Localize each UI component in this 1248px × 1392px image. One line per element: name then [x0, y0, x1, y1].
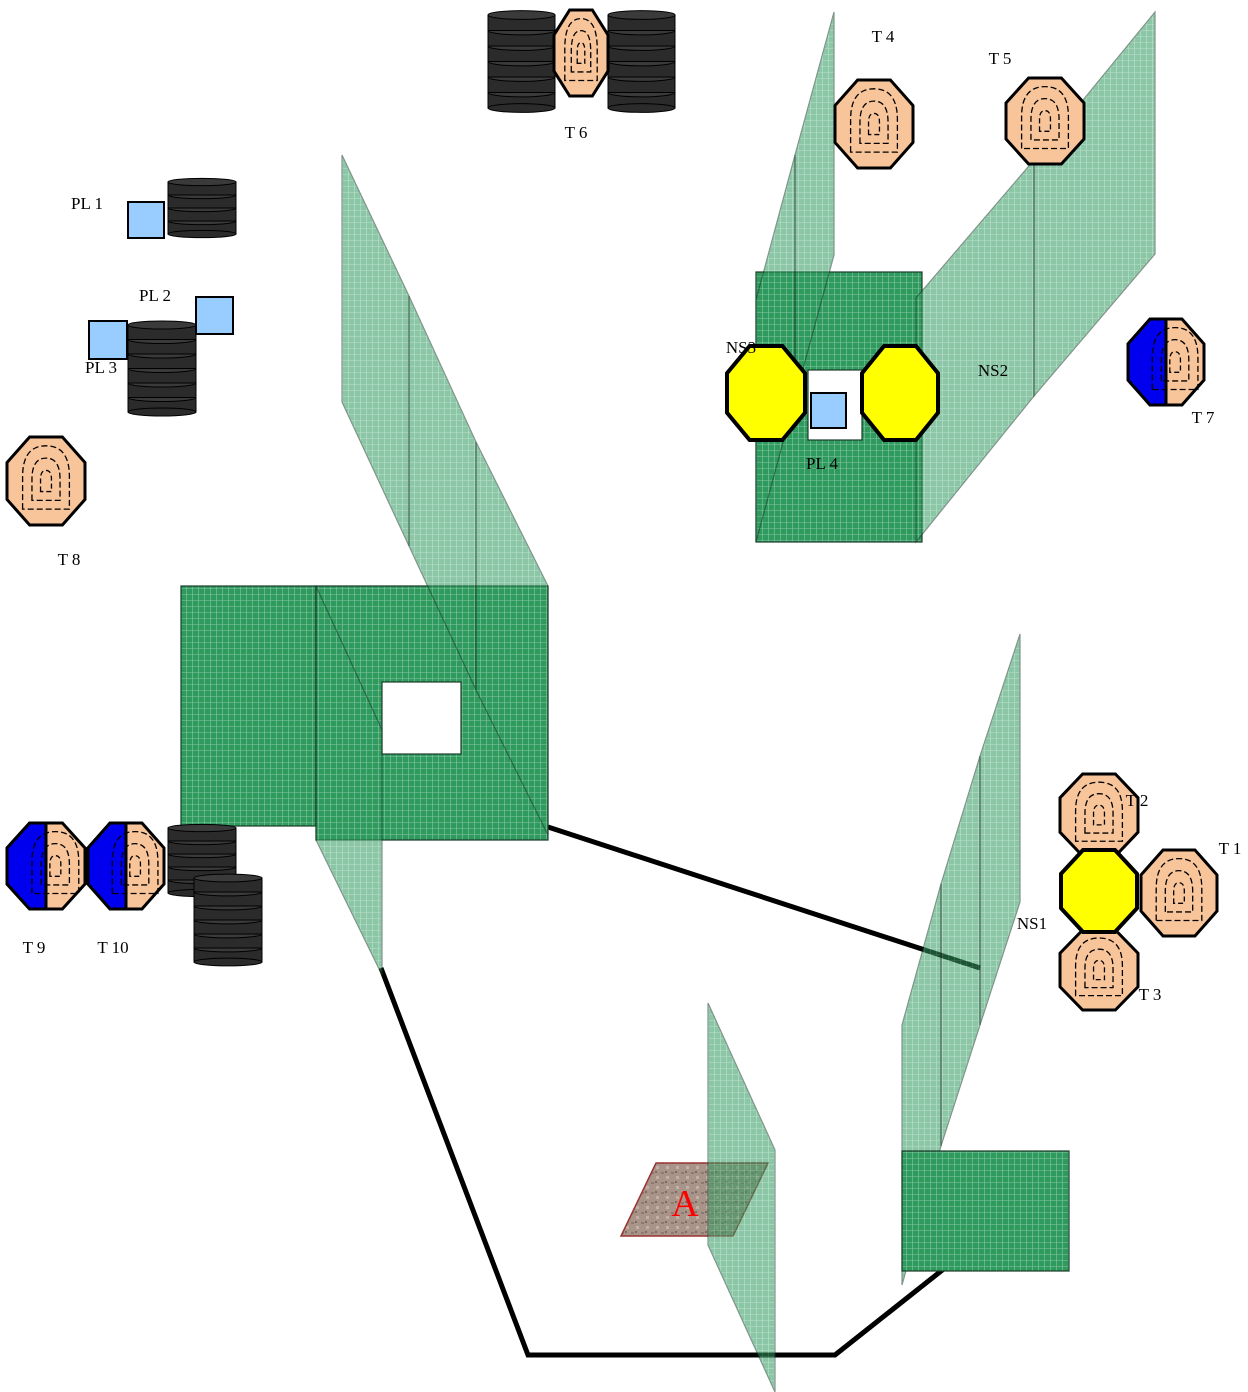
barrel-stack-pl3	[127, 320, 197, 417]
label-t2: T 2	[1126, 791, 1149, 810]
wall-panel-base	[901, 1150, 1070, 1272]
label-ns3: NS3	[726, 338, 756, 357]
label-ns2: NS2	[978, 361, 1008, 380]
target-t8	[5, 435, 87, 527]
course-line-right	[547, 824, 981, 971]
label-t1: T 1	[1219, 839, 1242, 858]
label-t3: T 3	[1139, 985, 1162, 1004]
wall-panel-diagonal-upper-a	[341, 154, 410, 547]
plate-pl3	[88, 320, 128, 360]
course-line-left	[378, 967, 957, 1358]
target-t2	[1058, 772, 1140, 858]
barrel-stack-pl1	[167, 177, 237, 239]
plate-pl1	[127, 201, 165, 239]
target-t10	[86, 821, 166, 911]
target-t5	[1004, 76, 1086, 166]
wall-panel-diagonal-lower	[315, 585, 383, 976]
left-structure	[180, 154, 549, 976]
target-t7	[1126, 317, 1206, 407]
label-pl2: PL 2	[139, 286, 171, 305]
labels-layer: T 1 T 2 T 3 T 4 T 5 T 6 T 7 T 8 T 9 T 10…	[23, 27, 1242, 1004]
wall-panel-ns2-a	[915, 158, 1035, 544]
label-t10: T 10	[97, 938, 128, 957]
wall-panel-area-a	[707, 1002, 776, 1392]
no-shoot-ns3-right	[860, 344, 940, 442]
label-t8: T 8	[58, 550, 81, 569]
target-t1	[1139, 848, 1219, 938]
barrel-stack-t6-left	[487, 10, 556, 113]
objects-layer	[5, 8, 1219, 1012]
label-t4: T 4	[872, 27, 895, 46]
right-lower-structure	[901, 633, 1070, 1286]
wall-panel-left	[180, 585, 317, 827]
target-t6	[552, 8, 610, 98]
no-shoot-ns3-left	[725, 344, 807, 442]
wall-panel-diagonal-upper-c	[475, 441, 549, 836]
no-shoot-ns1	[1059, 848, 1139, 934]
wall-panel-ns1-b	[940, 755, 981, 1147]
plate-pl4	[810, 392, 847, 429]
course-lines	[378, 824, 981, 1358]
plate-pl2	[195, 296, 234, 335]
label-t6: T 6	[565, 123, 588, 142]
label-ns1: NS1	[1017, 914, 1047, 933]
wall-panel-ns2-b	[1033, 10, 1156, 398]
barrel-stack-t10-b	[193, 873, 263, 967]
wall-panel-tall-b	[794, 11, 835, 399]
label-pl4: PL 4	[806, 454, 838, 473]
barrel-stack-t6-right	[607, 10, 676, 113]
label-t5: T 5	[989, 49, 1012, 68]
target-t4	[833, 78, 915, 170]
label-t7: T 7	[1192, 408, 1215, 427]
window-opening	[381, 681, 462, 755]
target-t9	[5, 821, 87, 911]
target-t3	[1058, 928, 1140, 1012]
wall-panel-ns1-c	[979, 633, 1021, 1026]
label-t9: T 9	[23, 938, 46, 957]
area-a-label: A	[671, 1183, 699, 1225]
label-pl1: PL 1	[71, 194, 103, 213]
label-pl3: PL 3	[85, 358, 117, 377]
